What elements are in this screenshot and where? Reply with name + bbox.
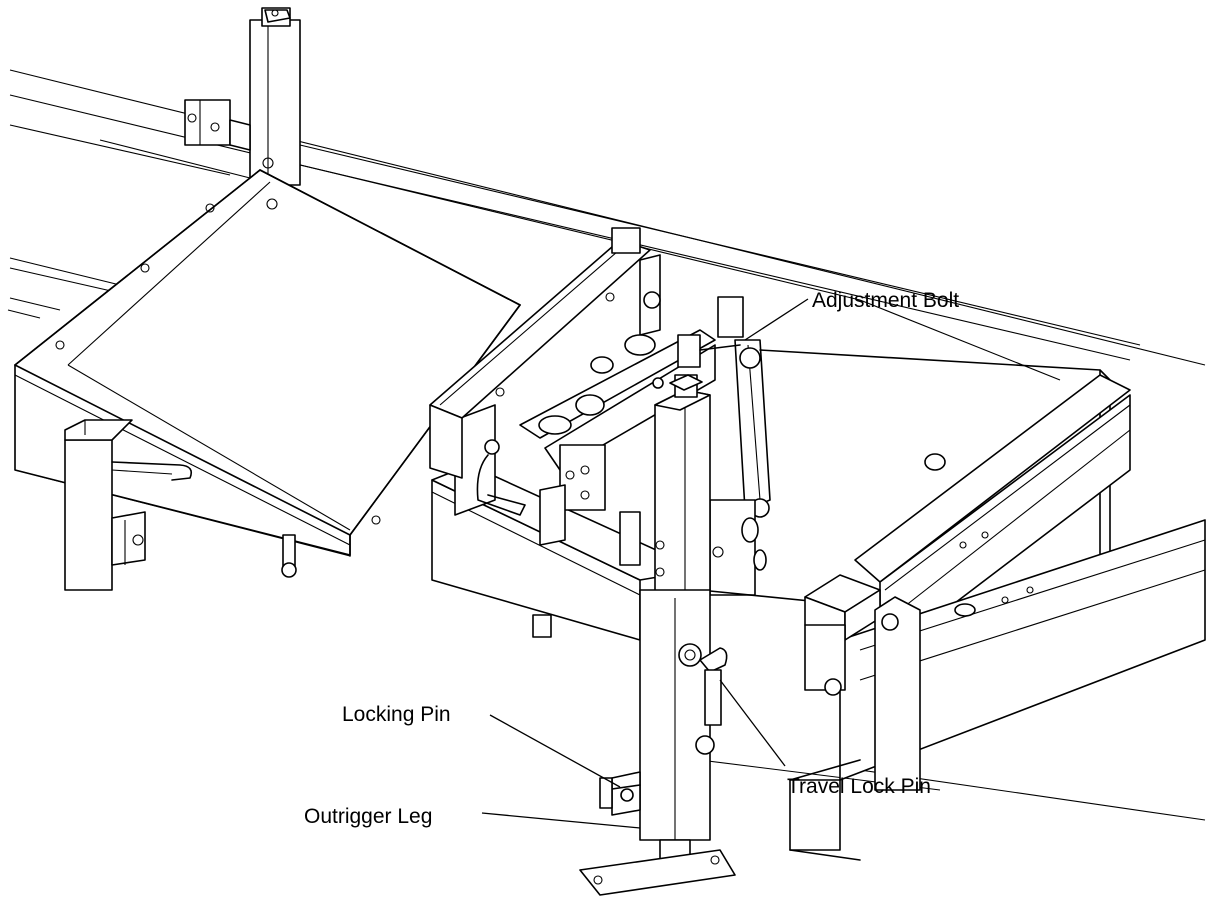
outrigger-leg-leader xyxy=(481,812,641,829)
travel-lock-pin-leader xyxy=(719,679,786,767)
adjustment-bolt-leader xyxy=(744,298,809,341)
locking-pin-leader xyxy=(489,714,621,788)
clamp-block xyxy=(184,99,251,151)
outrigger-leg-label: Outrigger Leg xyxy=(304,805,432,828)
locking-pin-label: Locking Pin xyxy=(342,703,451,726)
left-outrigger-receiver xyxy=(64,419,193,591)
adjustment-bolt-label: Adjustment Bolt xyxy=(812,289,959,312)
tray-pin xyxy=(281,534,297,578)
rear-upright-post xyxy=(249,7,301,186)
outrigger-leg xyxy=(579,374,736,896)
right-frame xyxy=(699,349,1206,861)
travel-lock-pin-label: Travel Lock Pin xyxy=(787,775,931,798)
roller-carriage xyxy=(429,227,771,641)
frame-rails xyxy=(7,69,1206,821)
